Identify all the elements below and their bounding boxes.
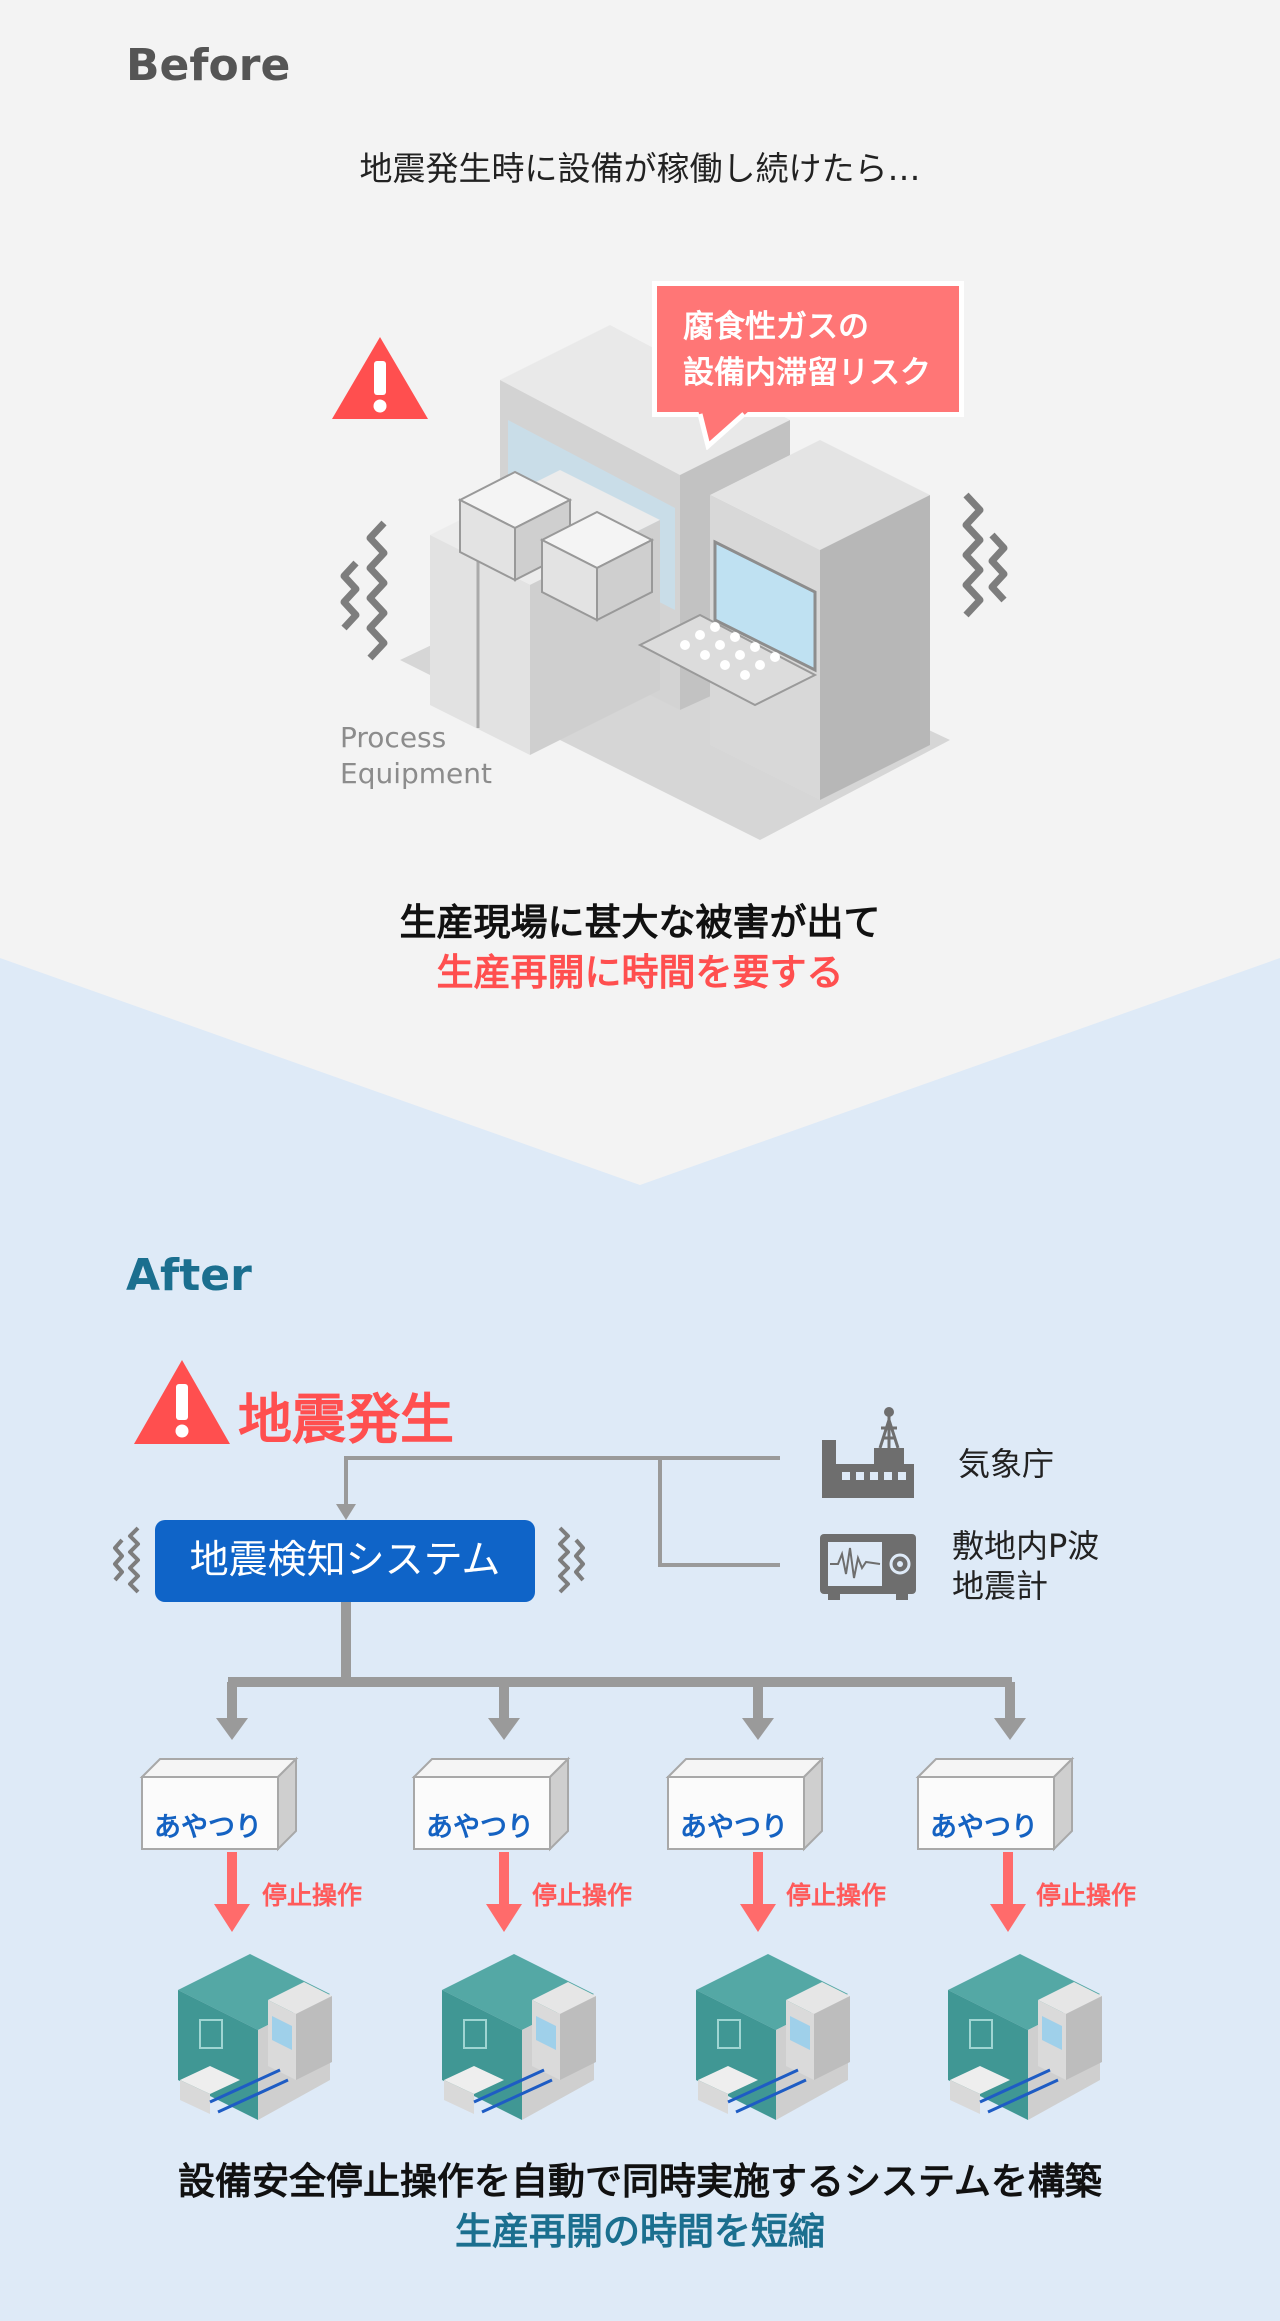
seismometer-label-line-1: 敷地内P波 [952,1527,1100,1565]
before-summary: 生産現場に甚大な被害が出て 生産再開に時間を要する [0,898,1280,998]
controller-label-4: あやつり [930,1812,1038,1843]
controller-box-2 [411,1756,571,1852]
controller-label-3: あやつり [680,1812,788,1843]
stop-arrow-1 [214,1852,250,1932]
before-summary-line-2: 生産再開に時間を要する [436,951,844,994]
seismometer-label-line-2: 地震計 [952,1567,1049,1605]
process-equipment-illustration [400,325,950,840]
earthquake-label: 地震発生 [238,1388,454,1451]
after-summary-line-1: 設備安全停止操作を自動で同時実施するシステムを構築 [178,2160,1102,2203]
controller-label-2: あやつり [426,1812,534,1843]
callout-line-2: 設備内滞留リスク [683,355,931,391]
earthquake-warning-icon [134,1360,230,1444]
stop-operation-label-2: 停止操作 [532,1881,633,1910]
gas-risk-callout: 腐食性ガスの 設備内滞留リスク [652,281,964,417]
equipment-illustration-3 [696,1954,850,2120]
stop-arrow-4 [990,1852,1026,1932]
before-intro-text: 地震発生時に設備が稼働し続けたら… [359,149,921,188]
after-summary: 設備安全停止操作を自動で同時実施するシステムを構築 生産再開の時間を短縮 [0,2157,1280,2257]
controller-box-1 [139,1756,299,1852]
controller-box-4 [915,1756,1075,1852]
equipment-label-line-1: Process [340,721,447,754]
seismometer-label: 敷地内P波 地震計 [952,1526,1099,1606]
jma-label: 気象庁 [958,1445,1055,1483]
before-heading: Before [126,40,291,91]
callout-line-1: 腐食性ガスの [683,309,869,345]
stop-operation-label-3: 停止操作 [786,1881,887,1910]
equipment-illustration-4 [948,1954,1102,2120]
warning-icon [332,337,428,419]
after-heading: After [126,1250,252,1301]
stop-operation-label-4: 停止操作 [1036,1881,1137,1910]
stop-arrow-2 [486,1852,522,1932]
process-equipment-label: Process Equipment [340,720,492,792]
callout-tail [697,410,750,450]
after-summary-line-2: 生産再開の時間を短縮 [455,2210,825,2253]
controller-box-3 [665,1756,825,1852]
equipment-illustration-1 [178,1954,332,2120]
stop-operation-label-1: 停止操作 [262,1881,363,1910]
before-summary-line-1: 生産現場に甚大な被害が出て [399,901,881,944]
equipment-illustration-2 [442,1954,596,2120]
jma-building-icon [822,1407,914,1498]
vibration-right-icon [962,492,1008,618]
controller-label-1: あやつり [154,1812,262,1843]
system-vibration-left-icon [113,1526,140,1594]
vibration-left-icon [340,520,388,661]
seismometer-icon [820,1534,916,1600]
equipment-label-line-2: Equipment [340,757,492,790]
earthquake-detection-system-box: 地震検知システム [155,1520,535,1602]
system-vibration-right-icon [558,1526,585,1594]
connector-lines [216,1456,1026,1740]
stop-arrow-3 [740,1852,776,1932]
